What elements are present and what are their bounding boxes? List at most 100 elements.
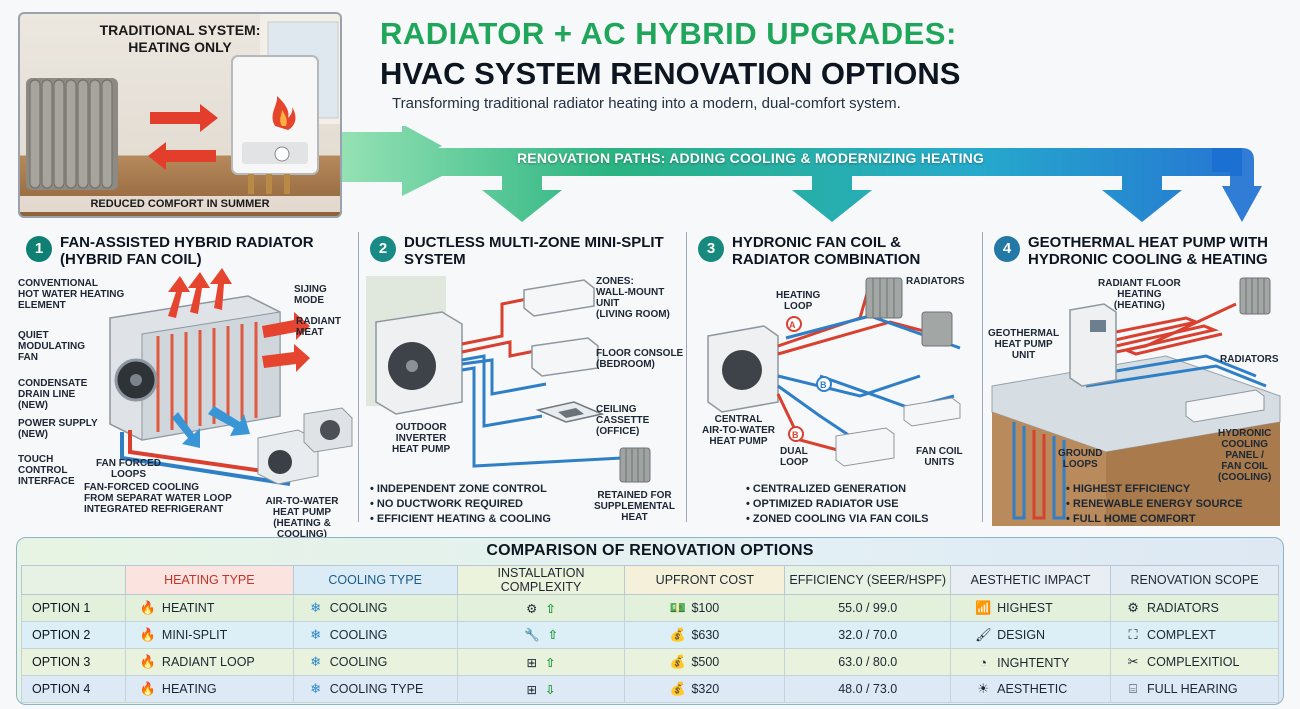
cost-cell: 💵$100 <box>624 594 786 622</box>
loop-marker-a: A <box>789 320 796 330</box>
cooling-cell: ❄COOLING TYPE <box>292 675 458 703</box>
label-ceiling-cassette: CEILING CASSETTE (OFFICE) <box>596 404 650 437</box>
label-zones-wall-mount: ZONES: WALL-MOUNT UNIT (LIVING ROOM) <box>596 276 670 320</box>
cost-value: $500 <box>691 655 720 669</box>
complexity-cell: 🔧⇧ <box>456 621 626 649</box>
cooling-cell: ❄COOLING <box>292 648 458 676</box>
complexity-cell: ⊞⇩ <box>456 675 626 703</box>
heat-arrows-icon <box>168 268 310 372</box>
outdoor-unit-icon <box>257 407 353 485</box>
cost-value: $630 <box>691 628 720 642</box>
label-touch-control: TOUCH CONTROL INTERFACE <box>18 454 75 487</box>
panel-3-header: 3 HYDRONIC FAN COIL & RADIATOR COMBINATI… <box>698 232 976 276</box>
cost-cell: 💰$630 <box>624 621 786 649</box>
page-title-line1: RADIATOR + AC HYBRID UPGRADES: <box>380 16 957 51</box>
label-heating-loop: HEATING LOOP <box>776 290 821 312</box>
table-header-cost: UPFRONT COST <box>624 565 786 595</box>
cooling-value: COOLING TYPE <box>329 682 424 696</box>
label-hydronic-cooling-panel: HYDRONIC COOLING PANEL / FAN COIL (COOLI… <box>1218 428 1272 483</box>
cost-cell: 💰 $320 <box>624 675 786 703</box>
page-title-line2: HVAC SYSTEM RENOVATION OPTIONS <box>380 56 961 91</box>
label-fan-coil-units: FAN COIL UNITS <box>916 446 963 468</box>
hybrid-radiator-illustration <box>109 268 353 486</box>
money-icon: 💰 <box>669 654 686 669</box>
scope-cell: ✂COMPLEXITIOL <box>1110 648 1279 676</box>
label-ground-loops: GROUND LOOPS <box>1058 448 1103 470</box>
loop-marker-b: B <box>820 380 827 390</box>
table-header-heating: HEATING TYPE <box>124 565 294 595</box>
label-condensate-drain: CONDENSATE DRAIN LINE (NEW) <box>18 378 88 411</box>
panel-2-bullets: INDEPENDENT ZONE CONTROL NO DUCTWORK REQ… <box>370 482 551 527</box>
geothermal-unit-icon <box>1069 303 1117 387</box>
aesthetic-cell: ◔ INGHTENTY <box>950 648 1112 676</box>
label-modulating-fan: QUIET MODULATING FAN <box>18 330 86 363</box>
scope-cell: ⛶COMPLEXT <box>1110 621 1279 649</box>
table-row: OPTION 1 🔥HEATINT ❄COOLING ⚙⇧ 💵$100 55.0… <box>21 594 1279 622</box>
frame-icon: ⛶ <box>1128 627 1138 642</box>
bullet-item: INDEPENDENT ZONE CONTROL <box>370 482 551 497</box>
hero-title-line1: TRADITIONAL SYSTEM: <box>99 22 261 38</box>
cost-value: $320 <box>691 682 720 696</box>
label-radiant-heat: RADIANT MEAT <box>296 316 341 338</box>
bullet-item: FULL HOME COMFORT <box>1066 512 1243 527</box>
label-outdoor-inverter: OUTDOOR INVERTER HEAT PUMP <box>392 422 451 455</box>
efficiency-cell: 48.0 / 73.0 <box>784 675 952 703</box>
hero-footer: REDUCED COMFORT IN SUMMER <box>20 196 340 212</box>
panel-3-title: HYDRONIC FAN COIL & RADIATOR COMBINATION <box>732 234 921 268</box>
label-floor-console: FLOOR CONSOLE (BEDROOM) <box>596 348 684 370</box>
efficiency-cell: 63.0 / 80.0 <box>784 648 952 676</box>
wrench-icon: 🔧 <box>523 628 540 642</box>
floor-console-icon <box>531 337 599 377</box>
table-header-scope: RENOVATION SCOPE <box>1110 565 1279 595</box>
panel-1-title: FAN-ASSISTED HYBRID RADIATOR (HYBRID FAN… <box>60 234 314 268</box>
cooling-panel-icon <box>1185 389 1265 423</box>
boiler-icon <box>231 55 319 194</box>
panel-4-number: 4 <box>994 236 1020 262</box>
retained-radiator-icon <box>619 447 651 483</box>
bullet-item: HIGHEST EFFICIENCY <box>1066 482 1243 497</box>
loop-marker-a-icon <box>786 316 802 332</box>
flow-arrows-icon <box>148 104 218 170</box>
table-header-aesthetic: AESTHETIC IMPACT <box>950 565 1112 595</box>
panel-1-header: 1 FAN-ASSISTED HYBRID RADIATOR (HYBRID F… <box>26 232 350 276</box>
money-icon: 💰 <box>669 681 686 696</box>
aesthetic-cell: 🖌DESIGN <box>950 621 1112 649</box>
table-row: OPTION 3 🔥RADIANT LOOP ❄COOLING ⊞⇧ 💰$500… <box>21 648 1279 676</box>
heating-value: HEATING <box>161 682 217 696</box>
heating-value: RADIANT LOOP <box>161 655 255 669</box>
aesthetic-value: INGHTENTY <box>997 655 1070 670</box>
label-central-heat-pump: CENTRAL AIR-TO-WATER HEAT PUMP <box>702 414 775 447</box>
table-header-efficiency: EFFICIENCY (SEER/HSPF) <box>784 565 952 595</box>
scope-value: COMPLEXITIOL <box>1147 655 1240 669</box>
snowflake-icon: ❄ <box>310 627 322 642</box>
bullet-item: CENTRALIZED GENERATION <box>746 482 929 497</box>
arrow-up-icon: ⇧ <box>547 628 559 642</box>
table-row: OPTION 4 🔥HEATING ❄COOLING TYPE ⊞⇩ 💰$320… <box>21 675 1279 703</box>
gauge-icon: ◔ <box>979 654 988 670</box>
mini-split-illustration <box>366 276 651 483</box>
table-header-row: HEATING TYPE COOLING TYPE INSTALLATION C… <box>21 565 1279 595</box>
table-header-cooling: COOLING TYPE <box>292 565 458 595</box>
label-retained-supplemental: RETAINED FOR SUPPLEMENTAL HEAT <box>594 490 675 523</box>
pipes-icon <box>120 430 299 486</box>
hero-title: TRADITIONAL SYSTEM: HEATING ONLY <box>20 22 340 56</box>
bar-chart-icon: 📶 <box>975 600 992 615</box>
heating-value: HEATINT <box>161 601 215 615</box>
scope-cell: ⌸FULL HEARING <box>1110 675 1279 703</box>
loop-marker-b-icon <box>816 376 832 392</box>
radiator-icon <box>1239 277 1271 315</box>
flame-icon: 🔥 <box>139 654 157 669</box>
gears-icon: ⚙ <box>1127 600 1139 615</box>
heating-cell: 🔥MINI-SPLIT <box>124 621 294 649</box>
panel-option-4: 4 GEOTHERMAL HEAT PUMP WITH HYDRONIC COO… <box>986 226 1286 532</box>
option-label: OPTION 2 <box>21 621 126 649</box>
scope-value: RADIATORS <box>1147 601 1219 615</box>
panel-2-number: 2 <box>370 236 396 262</box>
wall-mount-unit-icon <box>523 279 595 317</box>
panel-option-2: 2 DUCTLESS MULTI-ZONE MINI-SPLIT SYSTEM <box>362 226 684 532</box>
label-cooling-mode: SIJING MODE <box>294 284 327 306</box>
label-radiant-floor: RADIANT FLOOR HEATING (HEATING) <box>1098 278 1181 311</box>
hero-illustration <box>26 14 340 194</box>
cooling-value: COOLING <box>329 628 388 642</box>
flame-icon: 🔥 <box>139 681 157 696</box>
